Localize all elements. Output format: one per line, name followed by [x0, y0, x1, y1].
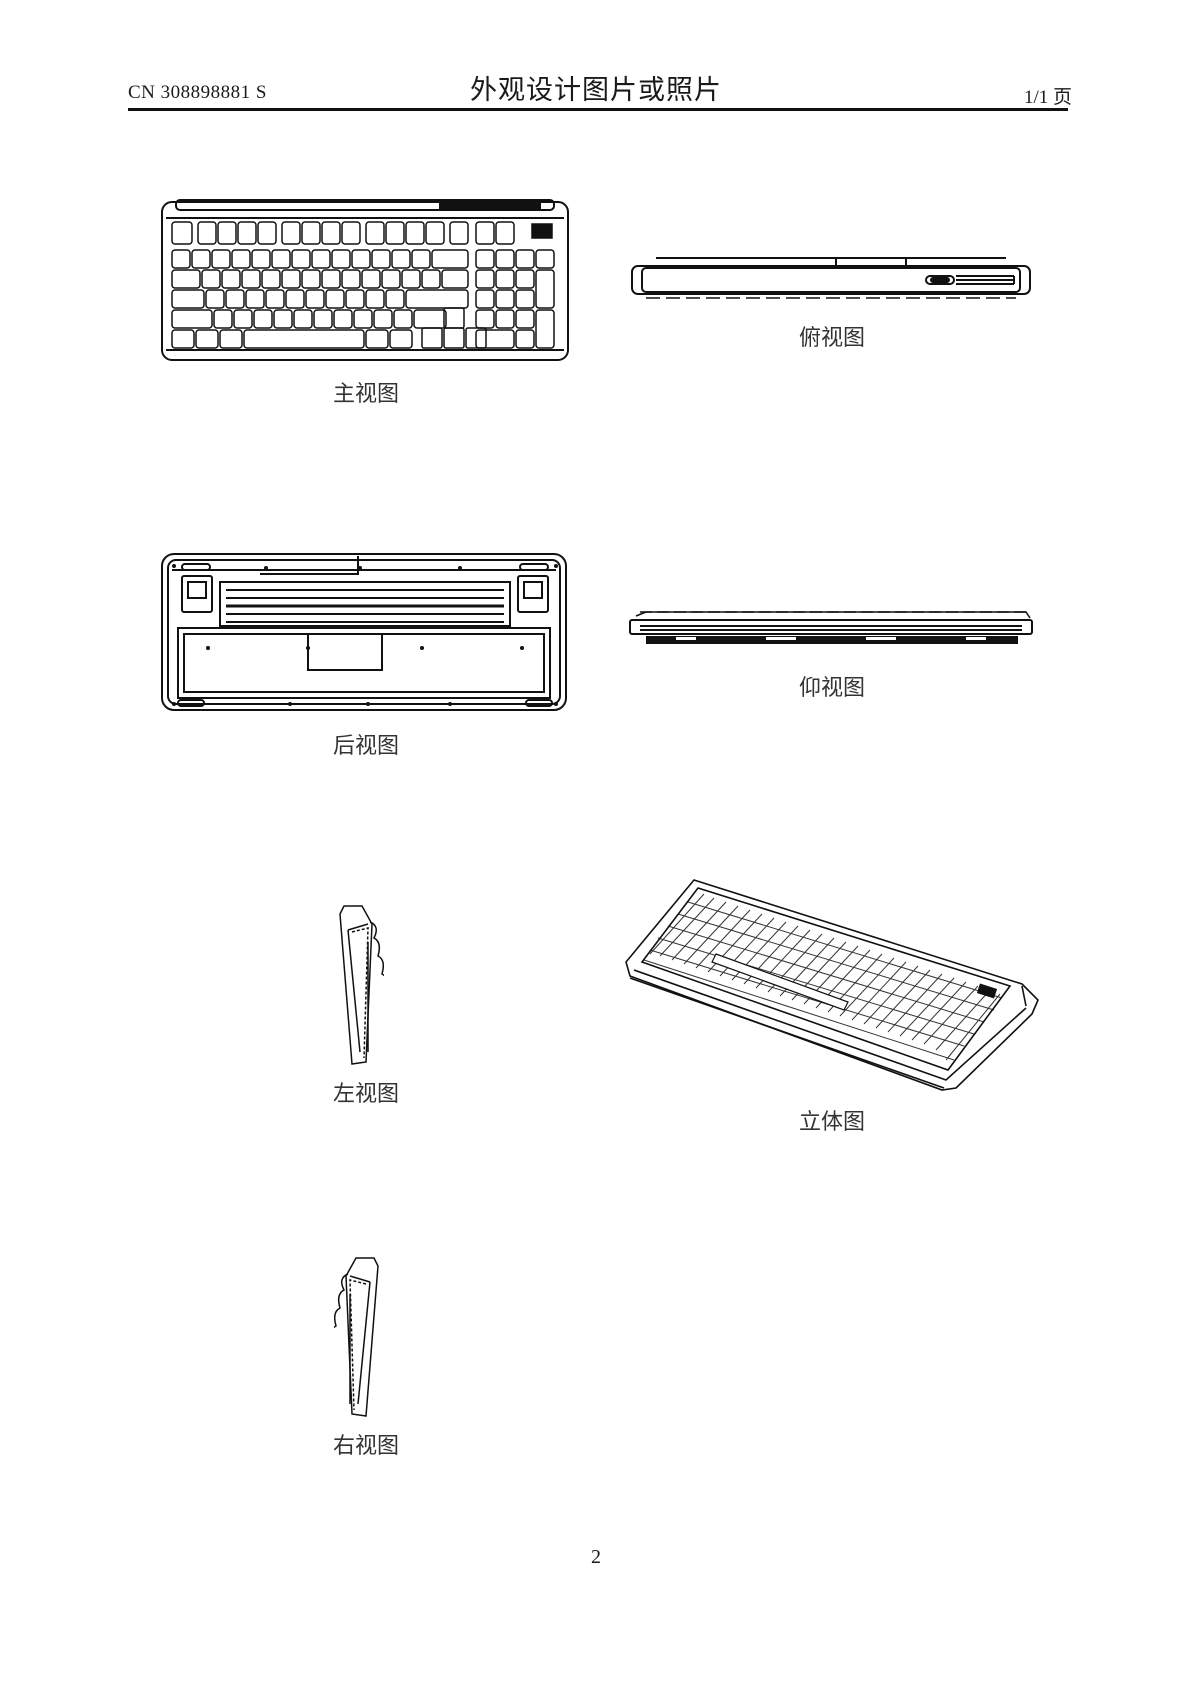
page-info: 1/1 页 — [1023, 87, 1072, 108]
right-view-drawing — [334, 1254, 384, 1420]
caption-top-view: 俯视图 — [798, 326, 865, 351]
top-view-drawing — [626, 254, 1036, 302]
perspective-view-drawing — [622, 874, 1052, 1094]
keyboard-rear-icon — [161, 553, 567, 711]
document-number: CN 308898881 S — [128, 82, 267, 103]
page-title: 外观设计图片或照片 — [470, 75, 722, 106]
caption-rear-view: 后视图 — [332, 734, 399, 759]
keyboard-top-icon — [631, 257, 1031, 299]
front-view-drawing — [160, 198, 572, 366]
caption-bottom-view: 仰视图 — [798, 676, 865, 701]
keyboard-bottom-icon — [629, 611, 1033, 644]
bottom-view-drawing — [626, 608, 1036, 652]
left-view-drawing — [334, 902, 384, 1068]
caption-front-view: 主视图 — [332, 382, 399, 407]
rear-view-drawing — [160, 552, 570, 714]
header-divider — [128, 108, 1068, 111]
keyboard-right-side-icon — [334, 1257, 379, 1417]
caption-left-view: 左视图 — [332, 1082, 399, 1107]
keyboard-left-side-icon — [339, 905, 384, 1065]
page-number: 2 — [591, 1546, 601, 1568]
keyboard-perspective-icon — [625, 879, 1039, 1091]
caption-perspective-view: 立体图 — [798, 1110, 865, 1135]
keyboard-front-icon — [161, 199, 569, 361]
caption-right-view: 右视图 — [332, 1434, 399, 1459]
